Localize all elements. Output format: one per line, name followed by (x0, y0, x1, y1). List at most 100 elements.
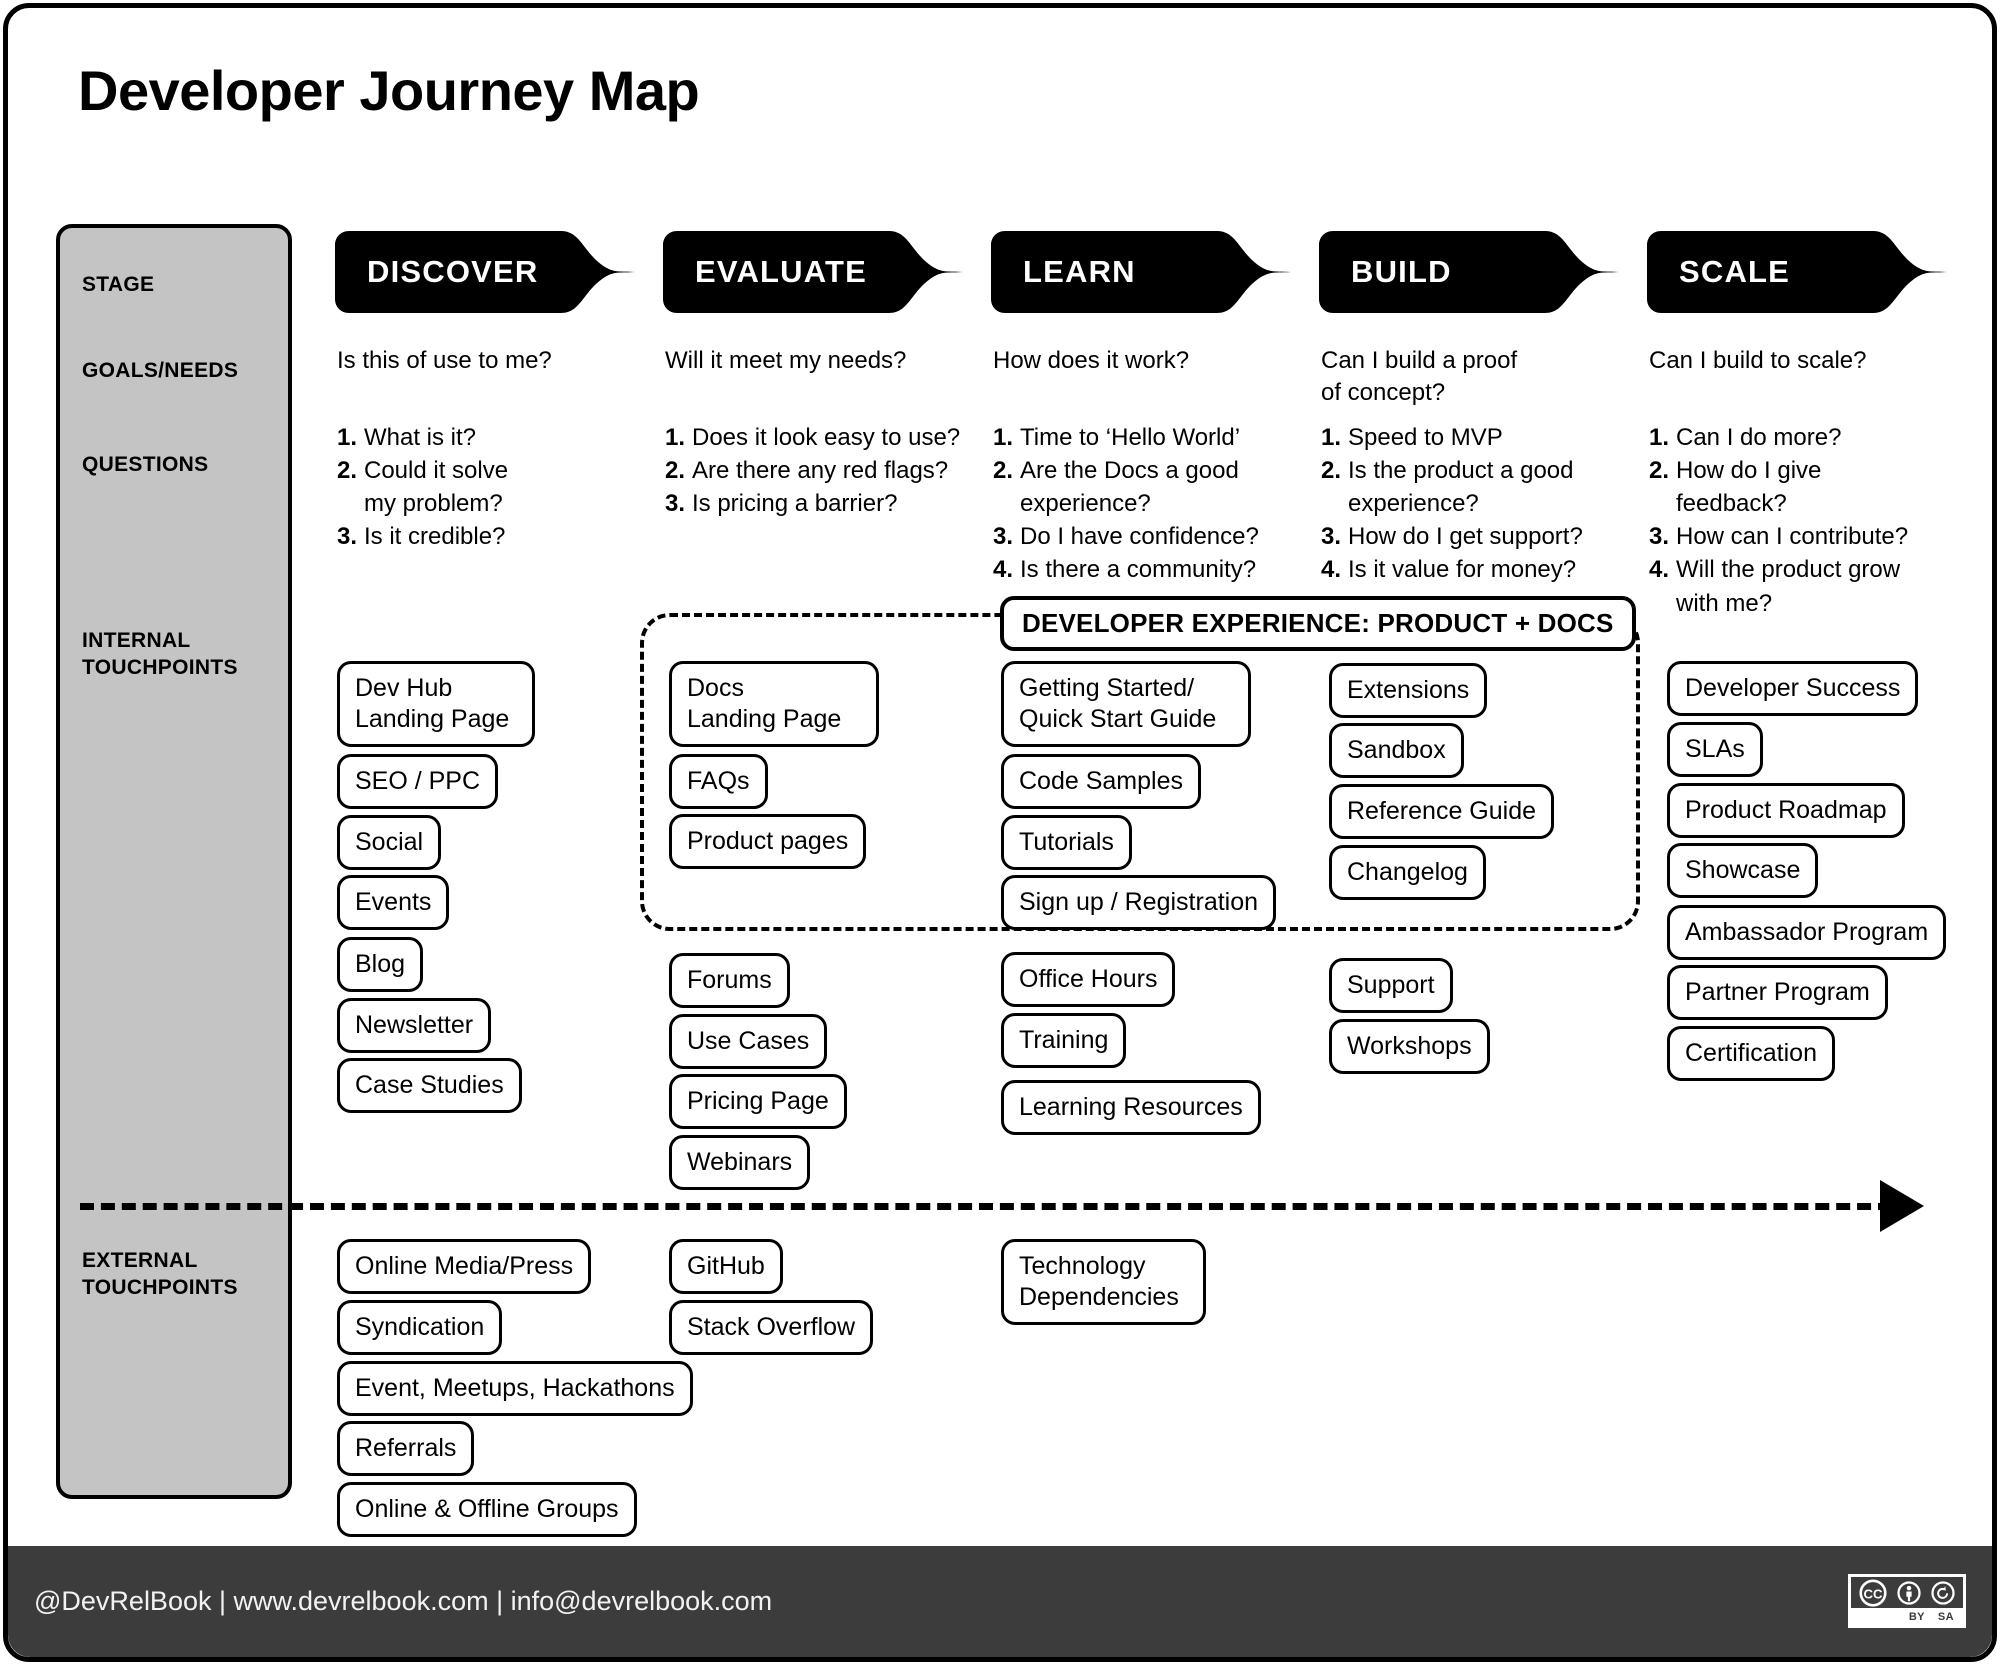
stage-label: BUILD (1351, 254, 1452, 289)
question-number: 3. (1321, 523, 1342, 551)
touchpoint-pill[interactable]: Showcase (1667, 843, 1819, 898)
stage-header-learn[interactable]: LEARN (991, 231, 1291, 313)
question-text: Speed to MVP (1348, 424, 1503, 451)
question-text: Is the product a good experience? (1348, 457, 1574, 518)
question-number: 2. (1649, 457, 1670, 485)
sidebar-label-external-touchpoints: EXTERNAL TOUCHPOINTS (82, 1249, 238, 1299)
question-number: 4. (993, 556, 1014, 584)
touchpoint-pill[interactable]: Getting Started/ Quick Start Guide (1001, 661, 1251, 747)
touchpoint-pill[interactable]: Blog (337, 937, 424, 992)
sidebar-label-internal-touchpoints: INTERNAL TOUCHPOINTS (82, 629, 238, 679)
touchpoint-pill[interactable]: Product Roadmap (1667, 783, 1905, 838)
question-item: 3.Do I have confidence? (993, 520, 1313, 553)
row-label-sidebar: STAGE GOALS/NEEDS QUESTIONS INTERNAL TOU… (56, 224, 292, 1499)
touchpoint-pill[interactable]: Use Cases (669, 1014, 828, 1069)
stage-arrow-shape (991, 231, 1291, 313)
question-number: 4. (1321, 556, 1342, 584)
cc-sa-label: SA (1937, 1610, 1954, 1623)
question-item: 4.Is it value for money? (1321, 553, 1641, 586)
question-number: 1. (1649, 424, 1670, 451)
touchpoint-pill[interactable]: Events (337, 875, 450, 930)
question-text: Could it solve my problem? (364, 457, 509, 518)
question-text: Is there a community? (1020, 556, 1257, 584)
touchpoint-pill[interactable]: Extensions (1329, 663, 1488, 718)
touchpoint-pill[interactable]: Online Media/Press (337, 1239, 592, 1294)
touchpoint-pill[interactable]: FAQs (669, 754, 768, 809)
touchpoint-pill[interactable]: Pricing Page (669, 1074, 847, 1129)
cc-attribution-person-icon (1897, 1580, 1921, 1605)
touchpoint-pill[interactable]: Partner Program (1667, 965, 1888, 1020)
touchpoint-pill[interactable]: Online & Offline Groups (337, 1482, 637, 1537)
cc-share-alike-icon (1931, 1580, 1955, 1605)
question-item: 1.Can I do more? (1649, 421, 1969, 454)
question-text: Time to ‘Hello World’ (1020, 424, 1241, 451)
question-item: 3.How do I get support? (1321, 520, 1641, 553)
question-text: Are there any red flags? (692, 457, 949, 485)
touchpoint-pill[interactable]: Technology Dependencies (1001, 1239, 1206, 1325)
sidebar-label-stage: STAGE (82, 273, 155, 296)
touchpoint-pill[interactable]: Syndication (337, 1300, 503, 1355)
question-number: 1. (665, 424, 686, 451)
footer-contact-text: @DevRelBook | www.devrelbook.com | info@… (34, 1586, 773, 1616)
stage-header-evaluate[interactable]: EVALUATE (663, 231, 963, 313)
question-item: 3.Is it credible? (337, 520, 637, 553)
touchpoint-pill[interactable]: SEO / PPC (337, 754, 499, 809)
cc-by-label: BY (1908, 1610, 1925, 1623)
goal-learn: How does it work? (993, 347, 1190, 374)
question-text: Do I have confidence? (1020, 523, 1259, 551)
touchpoint-pill[interactable]: GitHub (669, 1239, 783, 1294)
touchpoint-pill[interactable]: Product pages (669, 814, 867, 869)
touchpoint-pill[interactable]: Ambassador Program (1667, 905, 1947, 960)
touchpoint-pill[interactable]: Stack Overflow (669, 1300, 874, 1355)
svg-text:CC: CC (1864, 1586, 1883, 1601)
stage-arrow-shape (335, 231, 635, 313)
question-number: 2. (1321, 457, 1342, 485)
touchpoint-pill[interactable]: Sandbox (1329, 723, 1464, 778)
question-item: 4.Is there a community? (993, 553, 1313, 586)
questions-learn: 1.Time to ‘Hello World’ 2.Are the Docs a… (993, 421, 1313, 587)
question-text: How do I get support? (1348, 523, 1583, 551)
goal-discover: Is this of use to me? (337, 347, 552, 374)
touchpoint-pill[interactable]: Reference Guide (1329, 784, 1555, 839)
touchpoint-pill[interactable]: Training (1001, 1013, 1127, 1068)
question-item: 2.Are there any red flags? (665, 454, 985, 487)
touchpoint-pill[interactable]: Support (1329, 958, 1453, 1013)
touchpoint-pill[interactable]: Changelog (1329, 845, 1486, 900)
touchpoint-pill[interactable]: Webinars (669, 1135, 811, 1190)
touchpoint-pill[interactable]: Sign up / Registration (1001, 875, 1277, 930)
question-item: 2.Could it solve my problem? (337, 454, 637, 520)
goal-build: Can I build a proof of concept? (1321, 347, 1518, 407)
stage-header-discover[interactable]: DISCOVER (335, 231, 635, 313)
question-item: 3.How can I contribute? (1649, 520, 1969, 553)
sidebar-label-goals: GOALS/NEEDS (82, 359, 239, 382)
touchpoint-pill[interactable]: Referrals (337, 1421, 475, 1476)
question-number: 1. (337, 424, 358, 451)
touchpoint-pill[interactable]: Docs Landing Page (669, 661, 879, 747)
journey-direction-arrow-icon (1880, 1180, 1924, 1232)
stage-header-build[interactable]: BUILD (1319, 231, 1619, 313)
touchpoint-pill[interactable]: Dev Hub Landing Page (337, 661, 535, 747)
touchpoint-pill[interactable]: Tutorials (1001, 815, 1132, 870)
touchpoint-pill[interactable]: Office Hours (1001, 952, 1176, 1007)
stage-header-scale[interactable]: SCALE (1647, 231, 1947, 313)
cc-license-codes: BY SA (1851, 1608, 1963, 1625)
touchpoint-pill[interactable]: Event, Meetups, Hackathons (337, 1361, 693, 1416)
stage-label: LEARN (1023, 254, 1136, 289)
touchpoint-pill[interactable]: Case Studies (337, 1058, 522, 1113)
touchpoint-pill[interactable]: Learning Resources (1001, 1080, 1261, 1135)
question-number: 1. (993, 424, 1014, 451)
goal-scale: Can I build to scale? (1649, 347, 1867, 374)
touchpoint-pill[interactable]: Newsletter (337, 998, 492, 1053)
stage-arrow-shape (663, 231, 963, 313)
touchpoint-pill[interactable]: Code Samples (1001, 754, 1201, 809)
touchpoint-pill[interactable]: SLAs (1667, 722, 1763, 777)
touchpoint-pill[interactable]: Developer Success (1667, 661, 1919, 716)
question-text: Will the product grow with me? (1676, 556, 1901, 617)
touchpoint-pill[interactable]: Certification (1667, 1026, 1835, 1081)
touchpoint-pill[interactable]: Forums (669, 953, 790, 1008)
touchpoint-pill[interactable]: Social (337, 815, 442, 870)
questions-evaluate: 1.Does it look easy to use? 2.Are there … (665, 421, 985, 520)
questions-build: 1.Speed to MVP 2.Is the product a good e… (1321, 421, 1641, 587)
touchpoint-pill[interactable]: Workshops (1329, 1019, 1490, 1074)
